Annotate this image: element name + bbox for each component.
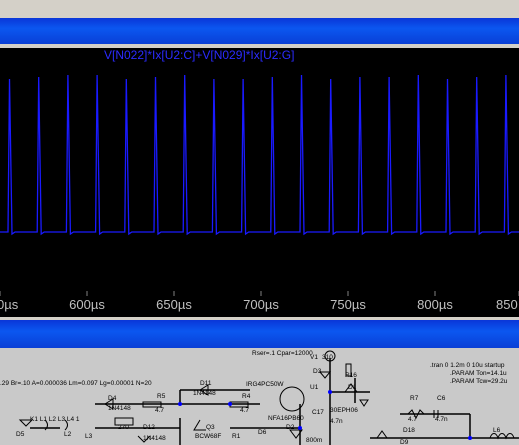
waveform-trace — [0, 74, 519, 236]
component-label: U1 — [310, 384, 319, 391]
component-label: Q3 — [206, 424, 215, 431]
x-tick-label: 600µs — [69, 297, 105, 312]
component-label: L2 — [64, 431, 72, 438]
waveform-window-titlebar[interactable] — [0, 18, 519, 44]
component-label: NFA16PB60 — [268, 415, 304, 422]
component-label: 4.7n — [435, 416, 448, 423]
component-label: D1 — [348, 384, 357, 391]
component-label: 1N4148 — [193, 390, 216, 397]
component-label: R1 — [232, 433, 241, 440]
component-label: D9 — [400, 439, 409, 445]
waveform-plot-area[interactable] — [0, 48, 519, 291]
component-label: D6 — [258, 429, 267, 436]
param-directive: .PARAM Ton=14.1u — [450, 370, 507, 377]
core-model-text: .29 Br=.10 A=0.000036 Lm=0.097 Lg=0.0000… — [0, 380, 152, 387]
x-tick-label: 750µs — [330, 297, 366, 312]
x-tick-label: 850 — [496, 297, 518, 312]
top-window-strip — [0, 0, 519, 18]
component-label: D11 — [200, 380, 212, 387]
component-label: 4.7n — [330, 418, 343, 425]
window-divider — [0, 44, 519, 48]
component-label: V1 — [310, 354, 318, 361]
component-label: 4.7 — [240, 407, 249, 414]
simulation-parameter-text: Rser=.1 Cpar=12000 — [252, 350, 313, 357]
x-tick-label: 800µs — [417, 297, 453, 312]
x-tick-label: 700µs — [243, 297, 279, 312]
component-label: D4 — [108, 395, 117, 402]
component-label: 1N4148 — [108, 405, 131, 412]
component-label: K1 L1 L2 L3 L4 1 — [30, 416, 80, 423]
x-axis: 0µs 600µs 650µs 700µs 750µs 800µs 850 — [0, 291, 519, 317]
component-label: L3 — [85, 433, 93, 440]
component-label: 30EPH06 — [330, 407, 358, 414]
component-label: C17 — [312, 409, 324, 416]
component-label: R7 — [410, 395, 419, 402]
component-label: D5 — [16, 431, 25, 438]
component-label: 1N4148 — [143, 435, 166, 442]
schematic-canvas[interactable]: Rser=.1 Cpar=12000 .tran 0 1.2m 0 10u st… — [0, 348, 519, 445]
component-label: D18 — [403, 427, 415, 434]
component-label: BCW68F — [195, 433, 221, 440]
schematic-window-titlebar[interactable] — [0, 320, 519, 348]
component-label: R5 — [157, 393, 166, 400]
component-label: R4 — [242, 393, 251, 400]
window-divider — [0, 317, 519, 320]
component-label: 310 — [322, 354, 333, 361]
tran-directive: .tran 0 1.2m 0 10u startup — [430, 362, 505, 369]
component-label: 4.7 — [155, 407, 164, 414]
component-label: 4.7 — [408, 416, 417, 423]
trace-expression-label[interactable]: V[N022]*Ix[U2:C]+V[N029]*Ix[U2:G] — [104, 48, 295, 62]
param-directive: .PARAM Tcw=29.2u — [450, 378, 508, 385]
x-tick-label: 650µs — [156, 297, 192, 312]
component-label: IRG4PC50W — [246, 381, 284, 388]
component-label: C6 — [437, 395, 446, 402]
component-label: 800m — [306, 437, 322, 444]
component-label: L6 — [493, 427, 501, 434]
component-label: D3 — [313, 368, 322, 375]
x-tick-label: 0µs — [0, 297, 19, 312]
